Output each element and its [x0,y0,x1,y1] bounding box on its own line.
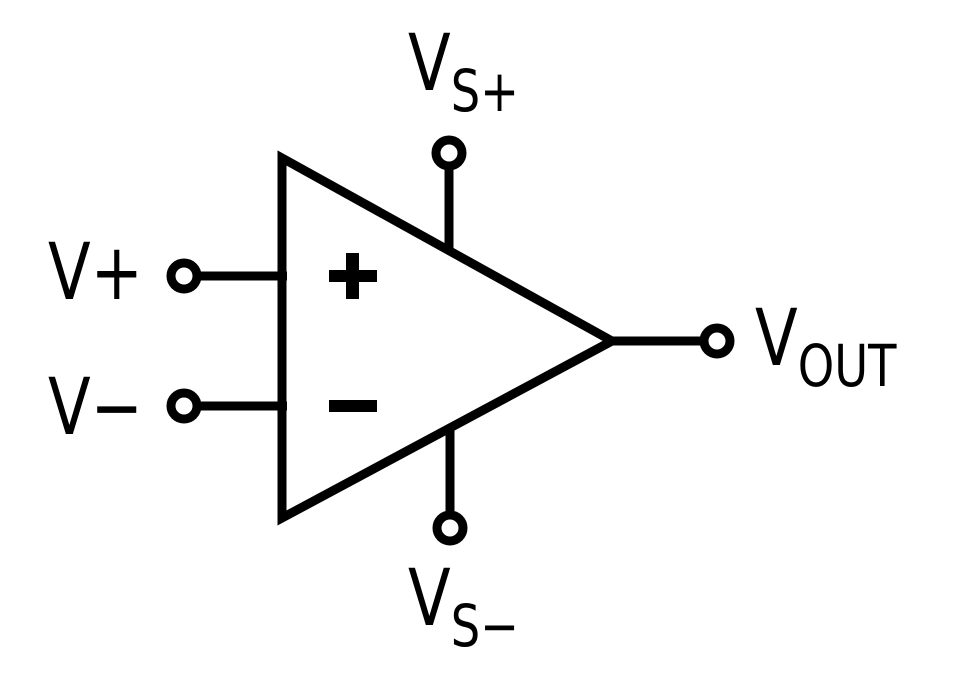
noninverting-input-label: V+ [48,226,143,318]
negative-supply-label-subscript: S− [451,593,519,660]
noninverting-input-terminal-icon [166,258,202,294]
negative-supply-label-base: V [408,552,451,644]
positive-supply-terminal-icon [431,135,467,171]
input-polarity-marks [329,253,377,412]
inverting-input-label-text: V− [48,361,143,453]
lead-wires [199,168,703,514]
negative-supply-terminal-icon [432,510,468,546]
terminals [166,135,735,546]
output-label-subscript: OUT [798,333,898,400]
positive-supply-label: VS+ [408,17,519,125]
negative-supply-label: VS− [408,552,519,660]
plus-sign-icon [329,253,377,299]
output-terminal-icon [699,323,735,359]
output-label-base: V [755,292,798,384]
noninverting-input-label-text: V+ [48,226,143,318]
inverting-input-label: V− [48,361,143,453]
inverting-input-terminal-icon [166,388,202,424]
positive-supply-label-base: V [408,17,451,109]
positive-supply-label-subscript: S+ [451,58,519,125]
output-label: VOUT [755,292,897,400]
